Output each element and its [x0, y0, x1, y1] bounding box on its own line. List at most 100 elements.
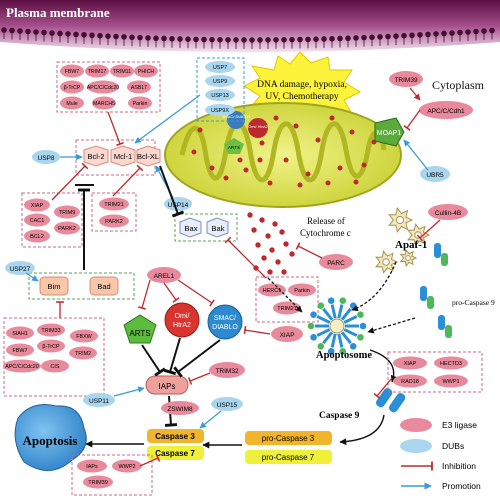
apoptosome [307, 297, 367, 355]
apoptosome-spoke [343, 315, 358, 324]
cytochrome-c-dot [247, 212, 253, 218]
dub-pill: USP9X [205, 104, 235, 116]
lipid-head [449, 30, 455, 36]
svg-text:TRIM39: TRIM39 [394, 77, 418, 84]
iaps-node: IAPs [145, 375, 189, 395]
svg-text:RAD18: RAD18 [401, 379, 419, 385]
lipid-head [49, 30, 55, 36]
cytochrome-c-dot [265, 233, 271, 239]
lipid-head [257, 37, 263, 43]
cytochrome-c-dot [255, 242, 261, 248]
mito-arts-node: ARTS [224, 138, 244, 154]
svg-text:BCL2: BCL2 [30, 234, 44, 240]
mito-dot [337, 165, 343, 171]
lipid-head [9, 27, 15, 34]
legend-e3: E3 ligase [442, 420, 477, 430]
mitochondrion [164, 102, 402, 208]
cullin-node: Cullin-4B [428, 204, 468, 220]
lipid-head [313, 36, 319, 42]
mito-dot [209, 165, 215, 171]
e3-pill: CAC1 [24, 213, 50, 227]
parc-node: PARC [319, 254, 353, 270]
e3-pill: TRIM21 [99, 197, 129, 211]
ubr5-node: UBR5 [420, 166, 450, 182]
apoptosome-arm [317, 302, 325, 309]
svg-text:PARK2: PARK2 [58, 226, 76, 232]
mito-dot [353, 179, 359, 185]
bak-node: Bak [206, 217, 229, 238]
svg-text:Apoptosis: Apoptosis [23, 433, 78, 448]
apoptosome-arm [339, 297, 347, 304]
lipid-head [1, 27, 7, 33]
apoptosome-label: Apoptosome [316, 350, 372, 361]
lipid-head [281, 36, 287, 43]
mito-dot [305, 171, 311, 177]
svg-text:β-TrCP: β-TrCP [64, 85, 81, 91]
svg-text:Parkin: Parkin [133, 101, 148, 107]
arel1-node: AREL1 [147, 267, 181, 283]
svg-text:Bak: Bak [212, 224, 225, 233]
svg-text:USP9X: USP9X [211, 108, 229, 114]
mito-dot [361, 162, 367, 168]
caspase3-node: Caspase 3 [147, 429, 204, 443]
svg-text:TRIM21: TRIM21 [277, 306, 297, 312]
mito-dot [283, 157, 289, 163]
lipid-head [305, 36, 311, 43]
svg-text:USP9: USP9 [213, 79, 227, 85]
svg-text:FBXW: FBXW [76, 334, 92, 340]
apaf1-star-center [382, 258, 390, 266]
apoptosome-arm [339, 348, 347, 355]
svg-text:ARTS: ARTS [129, 329, 150, 338]
svg-text:IAPs: IAPs [86, 464, 98, 470]
bclxl-node: Bcl-XL [136, 145, 161, 167]
e3-pill: FBW7 [6, 343, 34, 357]
lipid-head [337, 35, 343, 42]
lipid-head [81, 32, 87, 38]
svg-text:TRIM2: TRIM2 [75, 351, 91, 357]
lipid-head [369, 34, 375, 41]
lipid-head [121, 34, 127, 40]
release-label: Release of [307, 216, 345, 226]
lipid-head [177, 36, 183, 42]
lipid-head [393, 33, 399, 39]
svg-text:WWP1: WWP1 [442, 379, 459, 385]
lipid-head [361, 34, 367, 41]
svg-text:SMAC/ DIABLO: SMAC/ DIABLO [222, 114, 250, 119]
apoptosis-cell: Apoptosis [14, 404, 87, 471]
bad-node: Bad [89, 276, 119, 296]
lipid-head [185, 36, 191, 42]
svg-text:WWP2: WWP2 [118, 464, 135, 470]
lipid-head [201, 36, 207, 43]
svg-text:HECTD3: HECTD3 [440, 361, 462, 367]
dub-pill: USP13 [205, 89, 235, 101]
omi-node: Omi/ HtrA2 [164, 302, 200, 338]
lipid-head [97, 32, 103, 39]
mito-dot [273, 115, 279, 121]
dub-pill: USP7 [205, 61, 235, 73]
lipid-head [417, 32, 423, 38]
arts-node: ARTS [123, 314, 157, 344]
svg-text:SIAH1: SIAH1 [12, 331, 28, 337]
e3-pill: APC/C/Cdc20 [87, 80, 119, 94]
e3-pill: β-TrCP [60, 80, 84, 94]
apc-cdh1-node: APC/C/Cdh1 [419, 101, 473, 119]
e3-pill: MARCH5 [92, 96, 116, 110]
lipid-head [457, 29, 463, 36]
e3-pill: XIAP [393, 356, 427, 370]
lipid-head [57, 30, 63, 37]
e3-pill: ASB17 [127, 80, 151, 94]
mito-dot [259, 140, 265, 146]
svg-text:Bax: Bax [185, 224, 198, 233]
cytochrome-c-dot [269, 247, 275, 253]
e3-pill: XIAP [24, 198, 50, 212]
lipid-head [241, 37, 247, 43]
e3-pill: CIS [41, 359, 69, 373]
cytochrome-c-dot [279, 229, 285, 235]
mcl1-node: Mcl-1 [110, 145, 136, 167]
svg-text:Omi/ HtrA2: Omi/ HtrA2 [248, 124, 269, 129]
lipid-head [17, 28, 23, 34]
